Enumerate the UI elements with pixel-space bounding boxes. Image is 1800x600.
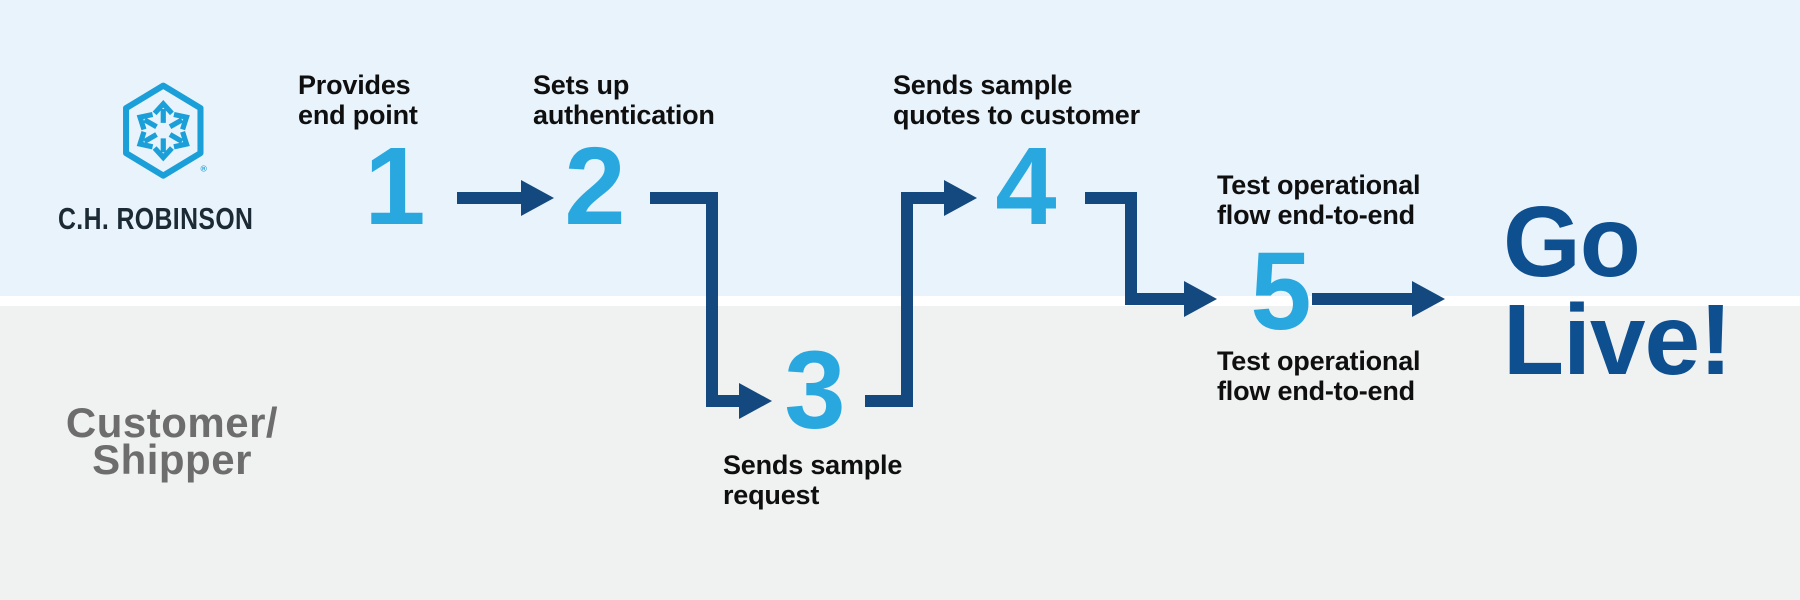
step-5-label-bottom-line2: flow end-to-end [1217,376,1415,406]
step-4-label: Sends sample quotes to customer [893,70,1140,130]
step-5-label-top-line2: flow end-to-end [1217,200,1415,230]
lane-chrobinson-band [0,0,1800,296]
arrow-4-to-5 [1085,192,1217,317]
step-2-number: 2 [564,125,626,248]
arrow-5-to-golive [1312,281,1445,317]
step-5-label-top: Test operational flow end-to-end [1217,170,1421,230]
lane-customer-band [0,306,1800,600]
customer-shipper-line2: Shipper [92,436,252,483]
chrobinson-hexagon-icon: ® [123,82,207,179]
step-4-number: 4 [995,125,1057,248]
chrobinson-logo: ® C.H. ROBINSON [58,82,302,237]
step-2-label-line2: authentication [533,100,715,130]
step-4-label-line1: Sends sample [893,70,1073,100]
chrobinson-wordmark: C.H. ROBINSON [58,201,254,236]
step-5-label-top-line1: Test operational [1217,170,1421,200]
step-5-number: 5 [1250,230,1312,353]
step-4-label-line2: quotes to customer [893,100,1140,130]
customer-shipper-label: Customer/ Shipper [32,399,312,483]
registered-trademark-symbol: ® [200,163,207,173]
step-1-label: Provides end point [298,70,418,130]
step-3-label: Sends sample request [723,450,902,510]
go-live-line1: Go [1503,186,1641,298]
step-5-label-bottom-line1: Test operational [1217,346,1421,376]
step-1-label-line1: Provides [298,70,411,100]
arrow-2-to-3 [650,192,772,419]
step-2-label: Sets up authentication [533,70,715,130]
go-live-line2: Live! [1503,284,1732,396]
go-live-text: Go Live! [1503,186,1732,396]
step-1-number: 1 [364,125,426,248]
step-3-number: 3 [784,329,846,452]
step-2-label-line1: Sets up [533,70,630,100]
arrow-1-to-2 [457,180,554,216]
step-3-label-line1: Sends sample [723,450,903,480]
step-1-label-line2: end point [298,100,418,130]
customer-shipper-line1: Customer/ [65,399,279,446]
lane-divider [0,296,1800,306]
step-5-label-bottom: Test operational flow end-to-end [1217,346,1421,406]
arrow-3-to-4 [865,180,977,407]
step-3-label-line2: request [723,480,820,510]
